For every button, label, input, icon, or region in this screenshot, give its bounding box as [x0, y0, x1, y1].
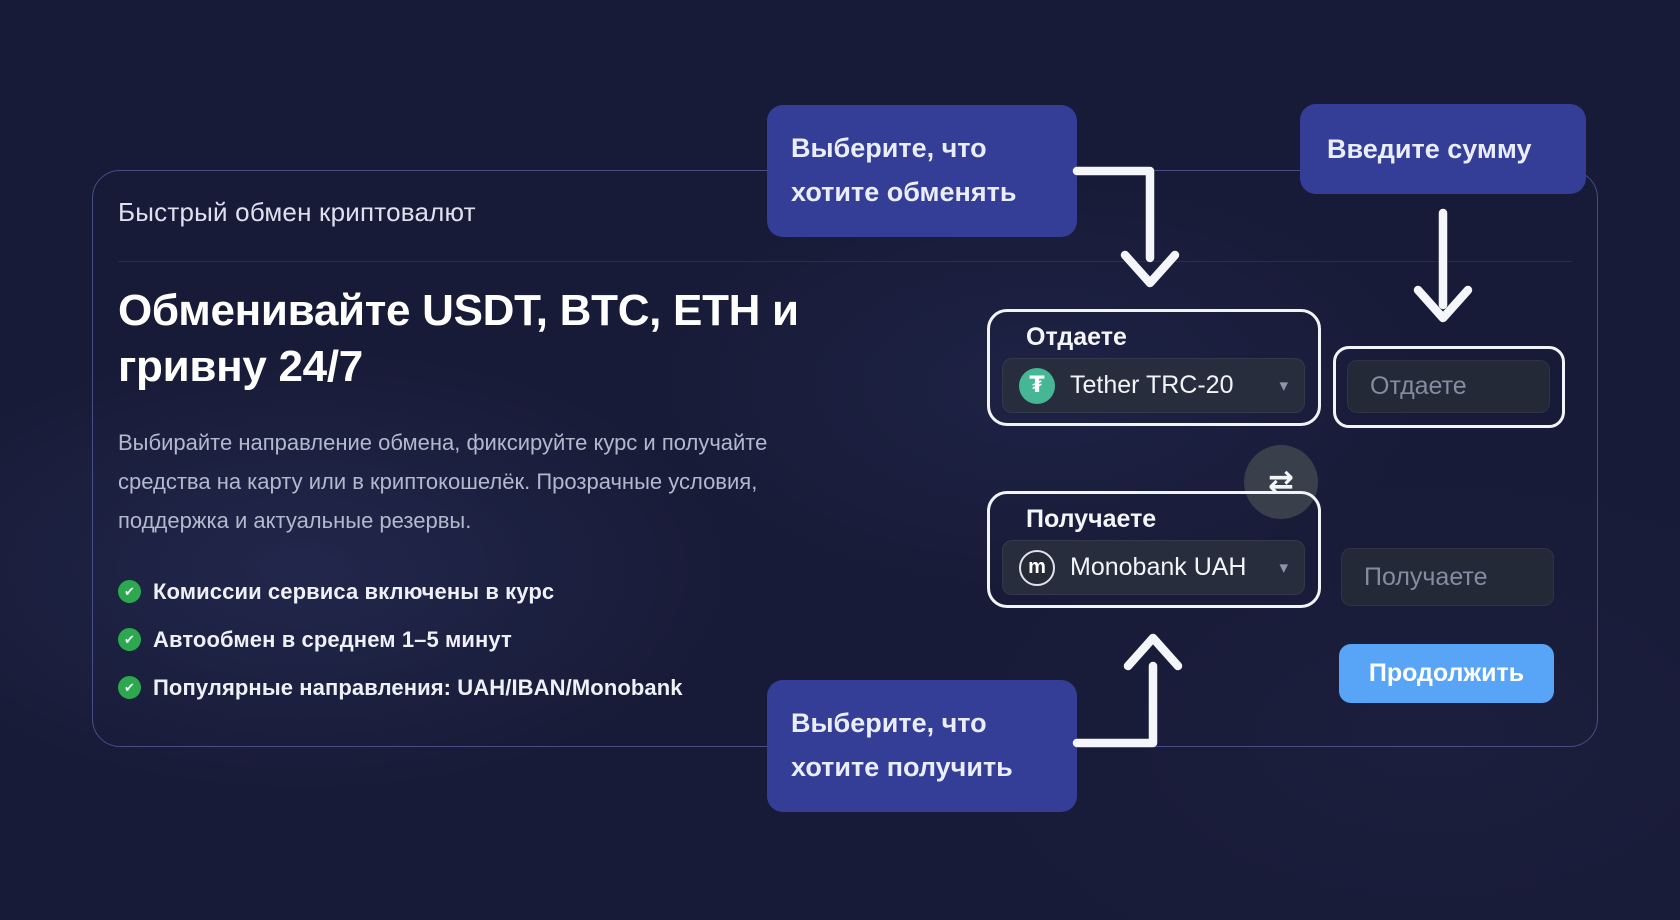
monobank-icon: m — [1019, 549, 1055, 586]
feature-item: ✔ Популярные направления: UAH/IBAN/Monob… — [118, 675, 683, 700]
divider — [118, 261, 1572, 262]
arrow-down-elbow-icon — [1072, 166, 1180, 288]
tooltip-line: Выберите, что — [791, 708, 987, 738]
check-icon: ✔ — [118, 580, 141, 603]
give-amount-outline — [1333, 346, 1565, 428]
chevron-down-icon: ▾ — [1279, 558, 1288, 577]
give-select-value: Tether TRC-20 — [1070, 371, 1234, 399]
tooltip-give-select: Выберите, что хотите обменять — [767, 105, 1077, 237]
give-label: Отдаете — [1026, 323, 1127, 351]
main-heading: Обменивайте USDT, BTC, ETH и гривну 24/7 — [118, 286, 799, 391]
receive-currency-select[interactable]: m Monobank UAH ▾ — [1002, 540, 1305, 595]
chevron-down-icon: ▾ — [1279, 376, 1288, 395]
tooltip-line: хотите обменять — [791, 177, 1017, 207]
tether-icon: ₮ — [1019, 367, 1055, 404]
check-icon: ✔ — [118, 628, 141, 651]
feature-text: Комиссии сервиса включены в курс — [153, 578, 555, 604]
card-title: Быстрый обмен криптовалют — [118, 197, 476, 227]
tooltip-line: Выберите, что — [791, 133, 987, 163]
arrow-down-icon — [1413, 208, 1473, 323]
feature-item: ✔ Комиссии сервиса включены в курс — [118, 579, 683, 604]
swap-button[interactable]: ⇄ — [1244, 445, 1318, 519]
give-amount-input[interactable] — [1347, 360, 1550, 413]
description: Выбирайте направление обмена, фиксируйте… — [118, 430, 768, 533]
receive-group: Получаете m Monobank UAH ▾ — [987, 491, 1321, 608]
give-currency-select[interactable]: ₮ Tether TRC-20 ▾ — [1002, 358, 1305, 413]
receive-select-value: Monobank UAH — [1070, 553, 1247, 581]
feature-text: Автообмен в среднем 1–5 минут — [153, 626, 512, 652]
feature-list: ✔ Комиссии сервиса включены в курс ✔ Авт… — [118, 579, 683, 723]
tooltip-line: Введите сумму — [1327, 134, 1532, 164]
exchange-card: Быстрый обмен криптовалют Обменивайте US… — [92, 170, 1598, 747]
receive-amount-input[interactable] — [1341, 548, 1554, 606]
tooltip-amount: Введите сумму — [1300, 104, 1586, 194]
check-icon: ✔ — [118, 676, 141, 699]
arrow-up-elbow-icon — [1072, 633, 1183, 748]
tooltip-line: хотите получить — [791, 752, 1013, 782]
tooltip-receive-select: Выберите, что хотите получить — [767, 680, 1077, 812]
give-group: Отдаете ₮ Tether TRC-20 ▾ — [987, 309, 1321, 426]
feature-item: ✔ Автообмен в среднем 1–5 минут — [118, 627, 683, 652]
receive-label: Получаете — [1026, 505, 1157, 533]
continue-button[interactable]: Продолжить — [1339, 644, 1554, 703]
feature-text: Популярные направления: UAH/IBAN/Monoban… — [153, 674, 683, 700]
